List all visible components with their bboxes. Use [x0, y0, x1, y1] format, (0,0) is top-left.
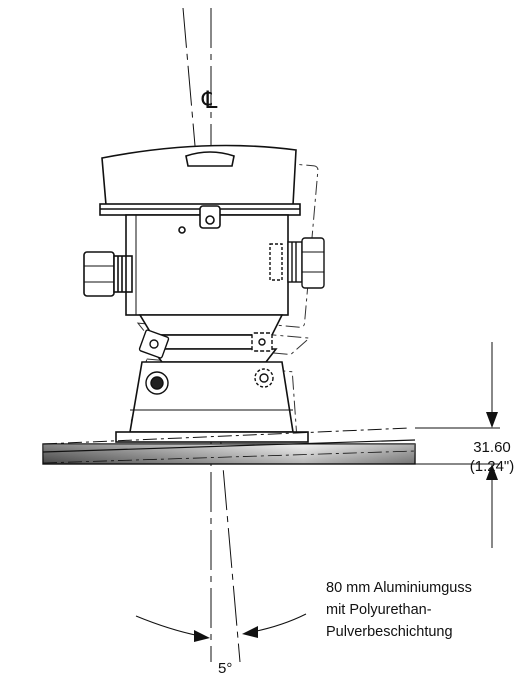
pressure-plugs [145, 368, 274, 395]
dimension-arrow-down [486, 412, 498, 428]
flange-plate [42, 427, 416, 465]
angle-arrow-right [242, 626, 258, 638]
dimension-label: 31.60 (1.24") [458, 438, 526, 476]
cable-gland-right [269, 237, 325, 289]
angle-indicator [135, 613, 307, 637]
centerline-symbol: ℄ [202, 86, 218, 114]
note-line-3: Pulverbeschichtung [326, 624, 453, 640]
note-line-2: mit Polyurethan- [326, 602, 432, 618]
dimension-arrow-up [486, 464, 498, 480]
angle-label: 5° [218, 660, 233, 677]
dimension-metric: 31.60 [473, 439, 511, 456]
sensor-housing [99, 144, 309, 443]
note-line-1: 80 mm Aluminiumguss [326, 580, 472, 596]
neck-clamps [138, 329, 273, 359]
cable-gland-left [83, 251, 133, 297]
material-note: 80 mm Aluminiumguss mit Polyurethan- Pul… [326, 577, 526, 643]
height-dimension [415, 342, 500, 548]
angle-arrow-left [194, 630, 210, 642]
dimension-imperial: (1.24") [469, 458, 515, 475]
